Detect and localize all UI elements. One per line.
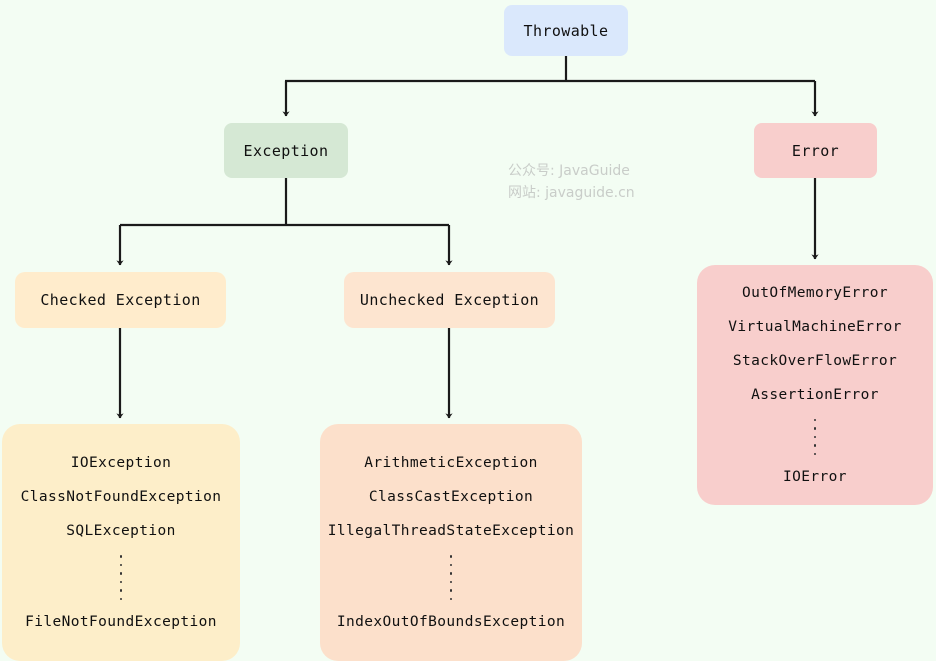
edge-throwable-split — [285, 56, 815, 83]
vertical-ellipsis-icon — [119, 552, 123, 603]
node-exception-label: Exception — [243, 141, 329, 160]
vertical-ellipsis-icon — [449, 552, 453, 603]
list-item: IOException — [70, 455, 172, 471]
node-exception[interactable]: Exception — [224, 123, 348, 178]
node-checked-exception-label: Checked Exception — [40, 291, 201, 309]
node-error-label: Error — [791, 141, 840, 160]
node-unchecked-exception-label: Unchecked Exception — [359, 291, 540, 309]
node-checked-exception[interactable]: Checked Exception — [15, 272, 226, 328]
list-item: ClassCastException — [368, 489, 534, 505]
list-item: VirtualMachineError — [728, 318, 902, 335]
node-error-examples[interactable]: OutOfMemoryError VirtualMachineError Sta… — [697, 265, 933, 505]
list-item: IllegalThreadStateException — [327, 523, 575, 539]
watermark-line-1: 公众号: JavaGuide — [508, 163, 630, 179]
watermark: 公众号: JavaGuide 网站: javaguide.cn — [508, 160, 635, 204]
list-item: FileNotFoundException — [25, 614, 217, 630]
vertical-ellipsis-icon — [813, 416, 817, 459]
node-throwable-label: Throwable — [523, 21, 609, 40]
list-item: IndexOutOfBoundsException — [336, 614, 566, 630]
node-error[interactable]: Error — [754, 123, 877, 178]
list-item: SQLException — [66, 523, 176, 539]
node-throwable[interactable]: Throwable — [504, 5, 628, 56]
list-item: ArithmeticException — [364, 455, 538, 471]
node-checked-exception-examples[interactable]: IOException ClassNotFoundException SQLEx… — [2, 424, 240, 661]
node-unchecked-exception-examples[interactable]: ArithmeticException ClassCastException I… — [320, 424, 582, 661]
watermark-line-2: 网站: javaguide.cn — [508, 185, 635, 201]
list-item: ClassNotFoundException — [20, 489, 222, 505]
node-unchecked-exception[interactable]: Unchecked Exception — [344, 272, 555, 328]
list-item: StackOverFlowError — [732, 352, 898, 369]
list-item: OutOfMemoryError — [741, 284, 889, 301]
list-item: AssertionError — [751, 386, 879, 403]
edge-exception-split — [120, 178, 449, 227]
list-item: IOError — [783, 469, 847, 486]
